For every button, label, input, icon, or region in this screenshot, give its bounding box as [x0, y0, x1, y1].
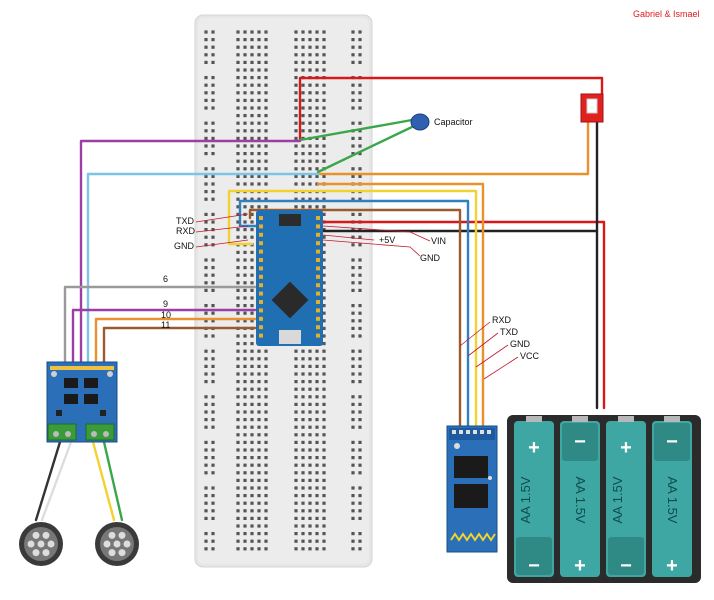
pin11-label: 11 [161, 320, 170, 330]
capacitor-leg-2 [316, 124, 416, 174]
bt-vcc-label: VCC [520, 351, 540, 361]
battery-plus-sign: + [528, 437, 540, 459]
battery-minus-sign: − [528, 555, 540, 577]
battery-cell-label: AA 1.5V [665, 477, 680, 524]
orange-wire-bt [316, 182, 485, 428]
orange-wire-switch [318, 119, 590, 176]
txd-label: TXD [176, 216, 195, 226]
motor-left [19, 522, 63, 566]
capacitor [410, 113, 430, 131]
vin-label: VIN [431, 236, 446, 246]
battery-minus-sign: − [620, 555, 632, 577]
battery-minus-sign: − [666, 431, 678, 453]
brown-wire-bt [248, 208, 462, 428]
credit-text: Gabriel & Ismael [633, 9, 700, 19]
motor-driver-module [46, 361, 118, 443]
bt-gnd-label: GND [510, 339, 531, 349]
labels: Gabriel & Ismael Capacitor TXD RXD GND +… [161, 9, 700, 361]
purple-wire-pin9 [71, 308, 257, 364]
purple-wire [79, 139, 302, 364]
arduino-nano [256, 210, 323, 346]
gray-wire-pin6 [63, 285, 257, 364]
pin10-label: 10 [161, 310, 171, 320]
battery-plus-sign: + [574, 555, 586, 577]
bluetooth-module [446, 425, 498, 553]
slide-switch [580, 93, 604, 123]
pin6-label: 6 [163, 274, 168, 284]
pin9-label: 9 [163, 299, 168, 309]
bt-txd-label: TXD [500, 327, 519, 337]
rxd-label: RXD [176, 226, 196, 236]
red-wire-switch-top [298, 76, 604, 142]
battery-plus-sign: + [666, 555, 678, 577]
battery-cell-label: AA 1.5V [573, 477, 588, 524]
wires [34, 76, 606, 522]
battery-cell: + − AA 1.5V [652, 416, 692, 577]
black-wire-motor1 [34, 440, 62, 522]
gnd-label-left: GND [174, 241, 195, 251]
battery-cell-label: AA 1.5V [610, 476, 625, 523]
battery-cell-label: AA 1.5V [518, 476, 533, 523]
battery-cell: + − AA 1.5V [606, 416, 646, 577]
battery-cell: + − AA 1.5V [560, 416, 600, 577]
green-wire-motor2 [102, 440, 124, 522]
capacitor-leg-1 [298, 118, 414, 142]
battery-minus-sign: − [574, 431, 586, 453]
battery-plus-sign: + [620, 437, 632, 459]
motor-right [95, 522, 139, 566]
bt-rxd-label: RXD [492, 315, 512, 325]
lightblue-wire [86, 172, 320, 364]
battery-pack: + − AA 1.5V + − AA 1.5V + − AA 1.5V + − AA 1.5V [507, 415, 701, 583]
gnd-label-right: GND [420, 253, 441, 263]
battery-cell: + − AA 1.5V [514, 416, 554, 577]
yellow-wire-bt [227, 189, 478, 428]
yellow-wire-motor2 [91, 440, 116, 522]
leader-lines [195, 213, 519, 380]
capacitor-label: Capacitor [434, 117, 473, 127]
orange-wire-pin10 [94, 317, 257, 364]
white-wire-motor1 [40, 440, 73, 522]
plus5v-label: +5V [379, 235, 395, 245]
red-wire-battery-plus [321, 220, 606, 410]
brown-wire-pin11 [102, 326, 257, 364]
